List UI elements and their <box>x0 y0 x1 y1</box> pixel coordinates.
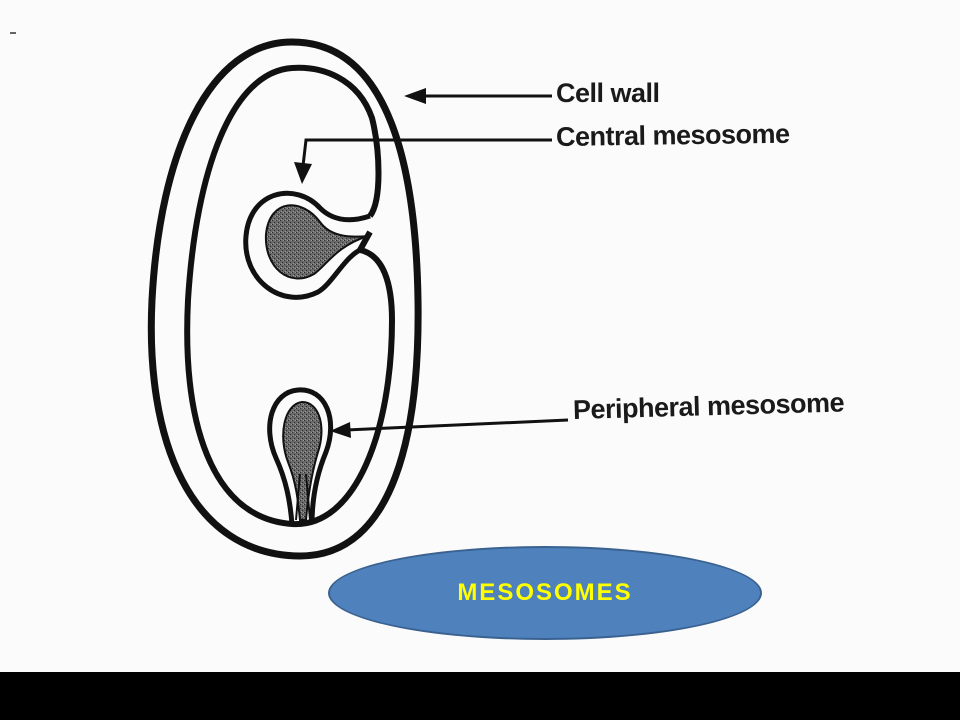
central-mesosome-pointer-line <box>301 138 552 167</box>
title-oval: MESOSOMES <box>328 546 762 640</box>
cell-wall-pointer-arrowhead <box>404 88 426 104</box>
peripheral-mesosome-membrane <box>267 387 334 525</box>
plasma-membrane <box>184 64 395 528</box>
cell-wall-label: Cell wall <box>556 78 660 108</box>
peripheral-mesosome-pointer-arrowhead <box>330 422 351 438</box>
central-mesosome-pointer-arrowhead <box>294 162 312 184</box>
central-mesosome-label: Central mesosome <box>555 118 790 152</box>
peripheral-mesosome-stalk <box>295 473 311 521</box>
peripheral-mesosome-pointer-line <box>345 418 569 432</box>
bottom-bar <box>0 672 960 720</box>
peripheral-mesosome-body <box>282 400 323 521</box>
cell-wall-outline <box>147 38 422 560</box>
slide-title: MESOSOMES <box>457 579 633 606</box>
central-mesosome-body <box>264 204 369 280</box>
central-mesosome-membrane <box>243 190 371 300</box>
